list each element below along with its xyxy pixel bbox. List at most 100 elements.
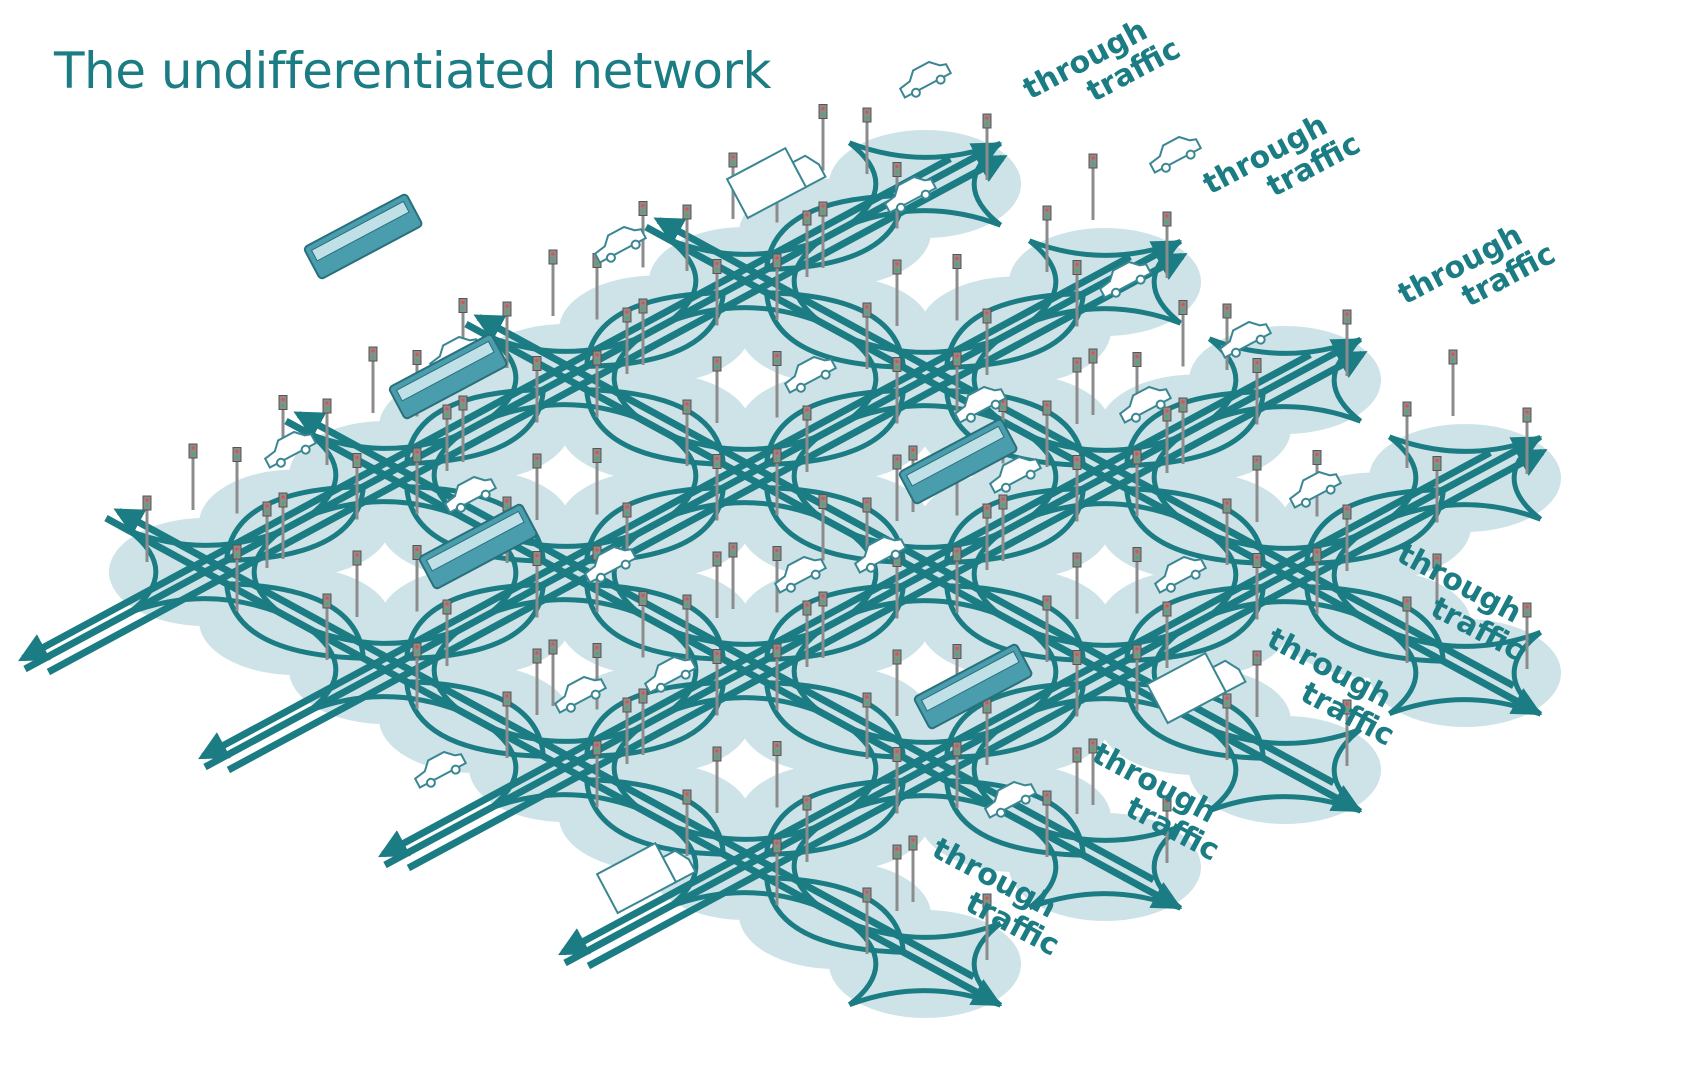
signal-red-light — [595, 451, 598, 454]
signal-green-light — [1091, 747, 1094, 750]
signal-green-light — [1255, 367, 1258, 370]
signal-head — [1523, 408, 1531, 422]
signal-head — [639, 202, 647, 216]
signal-green-light — [821, 503, 824, 506]
signal-head — [369, 347, 377, 361]
signal-red-light — [1045, 208, 1048, 211]
signal-red-light — [731, 545, 734, 548]
signal-red-light — [821, 594, 824, 597]
signal-green-light — [1091, 357, 1094, 360]
signal-red-light — [1135, 452, 1138, 455]
signal-green-light — [551, 648, 554, 651]
signal-head — [1043, 791, 1051, 805]
signal-red-light — [805, 798, 808, 801]
signal-green-light — [985, 317, 988, 320]
signal-green-light — [1165, 220, 1168, 223]
signal-red-light — [985, 116, 988, 119]
signal-head — [533, 552, 541, 566]
signal-red-light — [641, 691, 644, 694]
signal-red-light — [641, 594, 644, 597]
signal-green-light — [1345, 318, 1348, 321]
signal-head — [549, 250, 557, 264]
signal-red-light — [325, 596, 328, 599]
signal-green-light — [1165, 610, 1168, 613]
signal-head — [983, 114, 991, 128]
signal-green-light — [715, 268, 718, 271]
signal-head — [1343, 310, 1351, 324]
signal-red-light — [1075, 263, 1078, 266]
signal-head — [773, 352, 781, 366]
signal-green-light — [1181, 309, 1184, 312]
signal-red-light — [895, 652, 898, 655]
signal-red-light — [1451, 352, 1454, 355]
signal-red-light — [1315, 550, 1318, 553]
signal-red-light — [355, 456, 358, 459]
signal-green-light — [1435, 465, 1438, 468]
signal-green-light — [1451, 358, 1454, 361]
signal-green-light — [1045, 799, 1048, 802]
signal-red-light — [805, 603, 808, 606]
signal-head — [893, 650, 901, 664]
signal-red-light — [505, 304, 508, 307]
signal-green-light — [281, 404, 284, 407]
signal-red-light — [1075, 750, 1078, 753]
signal-green-light — [235, 553, 238, 556]
signal-green-light — [1075, 269, 1078, 272]
signal-green-light — [595, 652, 598, 655]
signal-head — [413, 448, 421, 462]
signal-head — [713, 455, 721, 469]
signal-green-light — [775, 555, 778, 558]
signal-green-light — [371, 355, 374, 358]
signal-red-light — [641, 301, 644, 304]
signal-red-light — [685, 792, 688, 795]
signal-red-light — [955, 257, 958, 260]
signal-red-light — [895, 457, 898, 460]
signal-head — [1179, 398, 1187, 412]
signal-green-light — [1405, 605, 1408, 608]
signal-green-light — [355, 462, 358, 465]
signal-red-light — [535, 651, 538, 654]
signal-head — [713, 260, 721, 274]
signal-red-light — [805, 213, 808, 216]
signal-head — [909, 446, 917, 460]
signal-red-light — [865, 305, 868, 308]
signal-green-light — [955, 360, 958, 363]
signal-head — [863, 693, 871, 707]
signal-green-light — [1135, 556, 1138, 559]
signal-green-light — [775, 847, 778, 850]
signal-green-light — [985, 512, 988, 515]
signal-red-light — [1225, 696, 1228, 699]
signal-red-light — [1075, 653, 1078, 656]
signal-green-light — [415, 456, 418, 459]
signal-red-light — [355, 553, 358, 556]
signal-head — [893, 260, 901, 274]
signal-red-light — [731, 155, 734, 158]
car — [590, 220, 648, 266]
signal-head — [773, 839, 781, 853]
signal-head — [1253, 359, 1261, 373]
signal-green-light — [625, 706, 628, 709]
signal-red-light — [1135, 647, 1138, 650]
signal-head — [683, 790, 691, 804]
signal-red-light — [895, 165, 898, 168]
signal-green-light — [715, 463, 718, 466]
signal-green-light — [1045, 409, 1048, 412]
signal-green-light — [895, 658, 898, 661]
signal-green-light — [535, 365, 538, 368]
signal-green-light — [775, 652, 778, 655]
signal-head — [863, 888, 871, 902]
signal-red-light — [715, 652, 718, 655]
signal-red-light — [595, 646, 598, 649]
signal-head — [953, 547, 961, 561]
signal-red-light — [775, 841, 778, 844]
signal-green-light — [895, 463, 898, 466]
signal-red-light — [985, 311, 988, 314]
signal-red-light — [775, 549, 778, 552]
signal-green-light — [731, 161, 734, 164]
signal-green-light — [505, 700, 508, 703]
signal-green-light — [775, 750, 778, 753]
signal-head — [413, 351, 421, 365]
signal-green-light — [685, 213, 688, 216]
signal-head — [1163, 602, 1171, 616]
signal-green-light — [1001, 406, 1004, 409]
